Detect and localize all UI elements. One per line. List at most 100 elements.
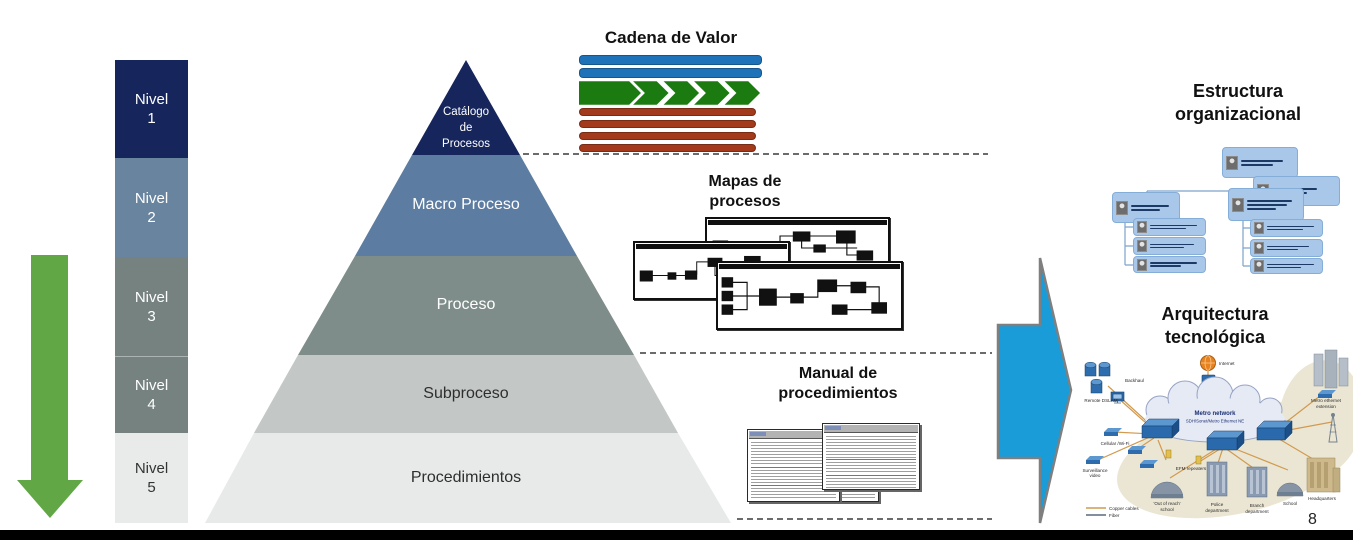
org-node-staff [1133, 218, 1206, 236]
process-maps-title: Mapas de procesos [660, 172, 830, 212]
doc-text-lines [751, 440, 836, 466]
value-chain-graphic [579, 55, 762, 152]
buildings [1150, 349, 1349, 499]
label-metro-ext-2: extension [1316, 404, 1336, 409]
repeater-boxes [1165, 449, 1202, 465]
label-far-school-2: school [1160, 507, 1173, 512]
router-cubes [1141, 418, 1293, 451]
catalogo-line2: de [459, 122, 473, 134]
level-word: Nivel [134, 288, 169, 306]
person-photo-icon [1232, 197, 1244, 212]
doc-text-lines [751, 467, 836, 484]
level-word: Nivel [134, 460, 169, 477]
level-number: 1 [147, 110, 156, 127]
bottom-bar [0, 530, 1353, 540]
doc-label-tag [750, 432, 766, 436]
pyramid-layer-3 [298, 256, 634, 355]
org-node-staff [1250, 239, 1323, 257]
procedure-doc-front [822, 423, 920, 490]
doc-label-tag [825, 426, 841, 430]
pyramid-label-subproceso: Subproceso [423, 385, 509, 402]
value-chain-red-bar [579, 144, 756, 152]
level-box-3: Nivel 3 [115, 257, 188, 356]
org-node-text [1241, 159, 1294, 166]
network-diagram: Internet Backhaul Remote DSLAM Cellular … [1082, 349, 1353, 519]
manual-title-line2: procedimientos [778, 385, 898, 402]
person-photo-icon [1254, 260, 1264, 272]
org-node-staff [1250, 258, 1323, 274]
level-number: 2 [147, 208, 156, 226]
org-node-director [1222, 147, 1298, 178]
person-photo-icon [1254, 222, 1264, 234]
org-node-staff [1133, 237, 1206, 255]
flowchart-art [721, 277, 888, 315]
org-structure-title-line2: organizacional [1174, 104, 1302, 124]
label-surveillance-2: video [1090, 473, 1101, 478]
catalogo-line1: Catálogo [442, 106, 490, 118]
network-legend [1086, 507, 1106, 516]
pyramid-layer-4 [254, 355, 678, 433]
manual-title-line1: Manual de [798, 365, 878, 382]
metro-cloud [1144, 376, 1286, 443]
monitor-icon [1110, 391, 1125, 404]
label-police-1: Police [1211, 502, 1224, 507]
value-chain-red-bar [579, 108, 756, 116]
tech-architecture-title-line2: tecnológica [1164, 327, 1266, 347]
value-chain-blue-bar [579, 68, 762, 78]
level-box-4: Nivel 4 [115, 356, 188, 433]
pyramid-layer-1 [412, 60, 520, 155]
person-photo-icon [1254, 242, 1264, 254]
label-far-school-1: 'Out of reach' [1153, 501, 1180, 506]
org-structure-title-line1: Estructura [1192, 81, 1284, 101]
window-title-bar [719, 264, 900, 269]
doc-text-lines [826, 459, 916, 474]
green-down-arrow [17, 255, 83, 518]
doc-text-lines [826, 475, 916, 488]
value-chain-blue-bar [579, 55, 762, 65]
label-branch-1: Branch [1250, 503, 1265, 508]
level-box-5: Nivel 5 [115, 433, 188, 523]
org-node-staff [1133, 256, 1206, 273]
level-word: Nivel [134, 91, 169, 108]
org-node-text [1267, 263, 1319, 269]
process-map-window [716, 261, 903, 330]
switch-boxes [1086, 390, 1336, 468]
value-chain-red-bar [579, 120, 756, 128]
level-number: 3 [147, 307, 156, 325]
label-surveillance-1: Surveillance [1082, 468, 1107, 473]
pyramid-label-proceso: Proceso [436, 296, 496, 313]
org-node-text [1131, 204, 1176, 211]
label-internet: Internet [1219, 361, 1235, 366]
label-headquarters: Headquarters [1308, 496, 1337, 501]
value-chain-title: Cadena de Valor [604, 28, 738, 47]
person-photo-icon [1137, 240, 1147, 252]
level-word: Nivel [134, 377, 169, 394]
org-node-manager-left [1112, 192, 1180, 223]
label-backhaul: Backhaul [1125, 378, 1144, 383]
label-legend-fiber: Fiber [1109, 513, 1120, 518]
level-box-1: Nivel 1 [115, 60, 188, 158]
label-remote-dslam: Remote DSLAM [1084, 398, 1117, 403]
label-school: School [1283, 501, 1297, 506]
doc-header [749, 431, 838, 439]
value-chain-red-bar [579, 132, 756, 140]
window-title-bar [636, 244, 787, 249]
person-photo-icon [1226, 155, 1238, 170]
org-node-text [1267, 225, 1319, 231]
org-structure-title: Estructura organizacional [1138, 80, 1338, 126]
label-metro-ext-1: Metro ethernet [1311, 398, 1342, 403]
org-node-text [1150, 243, 1202, 249]
process-maps-title-line2: procesos [709, 193, 781, 210]
org-node-text [1247, 199, 1300, 210]
doc-text-lines [751, 485, 836, 499]
person-photo-icon [1137, 221, 1147, 233]
label-police-2: department [1205, 508, 1229, 513]
value-chain-chevrons [579, 81, 761, 105]
level-box-2: Nivel 2 [115, 158, 188, 257]
tech-architecture-title-line1: Arquitectura [1161, 304, 1269, 324]
org-node-text [1267, 245, 1319, 251]
label-cloud-2: SDH/Sonet/Metro Ethernet NE [1186, 419, 1244, 424]
label-legend-copper: Copper cables [1109, 506, 1139, 511]
blue-right-arrow [996, 257, 1073, 524]
